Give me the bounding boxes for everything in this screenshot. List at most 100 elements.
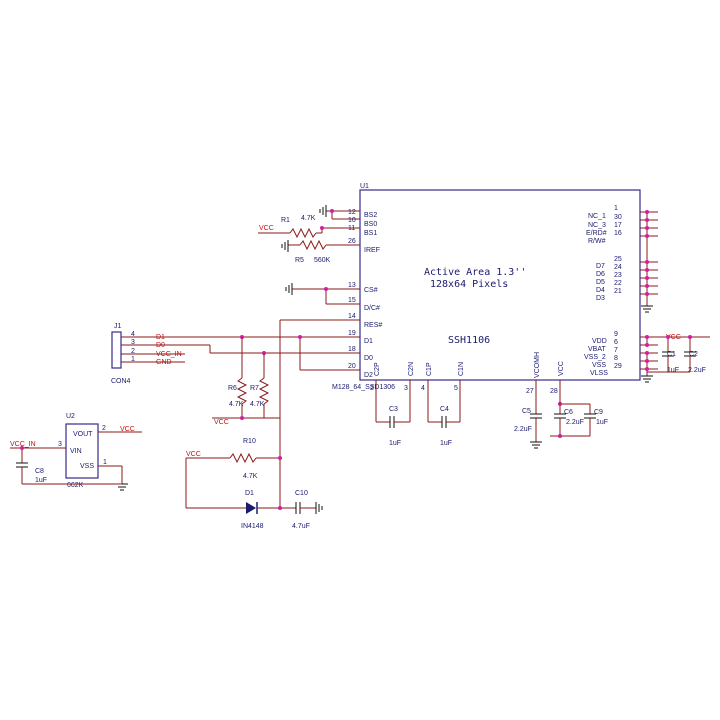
u1-pin-17-num: 17: [614, 222, 622, 229]
u1-pin-7-name: VSS_2: [584, 354, 606, 361]
u1-pin-23-name: D5: [596, 279, 605, 286]
u1-pin-29-name: VLSS: [590, 370, 608, 377]
u1-pin-21-name: D3: [596, 295, 605, 302]
u1-pin-4-name: C1P: [426, 362, 433, 376]
u1-pin-8-num: 8: [614, 355, 618, 362]
c6-value: 2.2uF: [566, 419, 584, 426]
u1-footprint: M128_64_SSD1306: [332, 384, 395, 391]
u1-pin-28-num: 28: [550, 388, 558, 395]
capacitor-c6: C6 2.2uF: [550, 400, 590, 438]
u1-pin-12-num: 12: [348, 209, 356, 216]
u1-pin-26-name: IREF: [364, 247, 380, 254]
u1-pin-6-num: 6: [614, 339, 618, 346]
u1-pin-28-name: VCC: [558, 361, 565, 376]
u1-pin-19-name: D1: [364, 338, 373, 345]
u1-pin-11-num: 11: [348, 225, 355, 232]
capacitor-c9: C9 1uF: [584, 404, 608, 436]
u1-ref: U1: [360, 183, 369, 190]
capacitor-c3: C3 1uF: [375, 395, 411, 447]
capacitor-c10: [295, 502, 301, 514]
j1-pin-4-num: 4: [131, 331, 135, 338]
r1-vcc-net: VCC: [259, 225, 274, 232]
u1-pin-30-name: NC_3: [588, 222, 606, 229]
u1-pin-29-num: 29: [614, 363, 622, 370]
u2-ref: U2: [66, 413, 75, 420]
c1-ref: C1: [667, 351, 676, 358]
u1-pin-25-num: 25: [614, 256, 622, 263]
u1-pin-9-num: 9: [614, 331, 618, 338]
right-power-network: VCC: [641, 334, 710, 383]
u2-pin-vout-name: VOUT: [73, 431, 93, 438]
u1-pin-1-num: 1: [614, 205, 618, 212]
u1-pin-1-name: NC_1: [588, 213, 606, 220]
r10-ref: R10: [243, 438, 256, 445]
capacitor-c4: C4 1uF: [427, 395, 461, 447]
u1-pin-14-num: 14: [348, 313, 356, 320]
u1-pin-27-num: 27: [526, 388, 534, 395]
c10-value: 4.7uF: [292, 523, 310, 530]
u1-pin-6-name: VBAT: [588, 346, 606, 353]
u1-pin-27-name: VCOMH: [534, 352, 541, 378]
c9-value: 1uF: [596, 419, 608, 426]
c9-ref: C9: [594, 409, 603, 416]
u1-pin-23-num: 23: [614, 272, 622, 279]
u1-pin-25-name: D7: [596, 263, 605, 270]
u1-vcc-net: VCC: [666, 334, 681, 341]
u1-pin-7-num: 7: [614, 347, 618, 354]
cs-dc-ground: [285, 283, 340, 305]
u1-pin-22-num: 22: [614, 280, 622, 287]
r7-resistor: R7 4.7K: [250, 353, 270, 418]
r10-vcc-net: VCC: [186, 451, 201, 458]
u1-pin-12-name: BS2: [364, 212, 377, 219]
u1-pin-3-num: 3: [404, 385, 408, 392]
c3-ref: C3: [389, 406, 398, 413]
u1-pin-20-name: D2: [364, 372, 373, 379]
data-bus-wires: [150, 335, 340, 371]
c3-value: 1uF: [389, 440, 401, 447]
c1-value: 1uF: [667, 367, 679, 374]
c6-ref: C6: [564, 409, 573, 416]
u1-body: [359, 189, 641, 381]
c2-ref: C2: [689, 351, 698, 358]
c2-value: 2.2uF: [688, 367, 706, 374]
u1-bottom-pins: 2 C2P 3 C2N 4 C1P 5 C1N 27 VCOMH 28 VCC: [370, 352, 565, 400]
u1-pin-9-name: VDD: [592, 338, 607, 345]
u1-active-area: Active Area 1.3'': [424, 267, 526, 278]
r1-ref: R1: [281, 217, 290, 224]
c5-ref: C5: [522, 408, 531, 415]
u1-pin-3-name: C2N: [408, 362, 415, 376]
j1-type: CON4: [111, 378, 131, 385]
right-ground-bus: [641, 210, 653, 313]
u2-pin-1-num: 1: [103, 459, 107, 466]
u2-pin-3-num: 3: [58, 441, 62, 448]
u1-pin-22-name: D4: [596, 287, 605, 294]
u2-vin-net: VCC_IN: [10, 441, 36, 448]
u1-pin-24-name: D6: [596, 271, 605, 278]
u1-pin-2-name: C2P: [374, 362, 381, 376]
r5-value: 560K: [314, 257, 331, 264]
j1-pin-2-num: 2: [131, 348, 135, 355]
r1-value: 4.7K: [301, 215, 316, 222]
bs-ground-network: [319, 205, 340, 220]
r6-resistor: R6 4.7K: [228, 337, 248, 418]
u1-pin-13-num: 13: [348, 282, 356, 289]
r7-ref: R7: [250, 385, 259, 392]
capacitor-c1: C1 1uF: [662, 335, 679, 374]
r5-resistor: R5 560K: [281, 239, 340, 264]
j1-pin-1-num: 1: [131, 356, 135, 363]
u1-pin-15-num: 15: [348, 297, 356, 304]
u1-pin-8-name: VSS: [592, 362, 606, 369]
u1-resolution: 128x64 Pixels: [430, 279, 508, 290]
c8-value: 1uF: [35, 477, 47, 484]
j1-ref: J1: [114, 323, 122, 330]
r6-value: 4.7K: [229, 401, 244, 408]
reset-network: VCC R10 4.7K D1 IN4148 C10 4.7uF: [185, 319, 340, 530]
u1-pin-21-num: 21: [614, 288, 622, 295]
c10-ref: C10: [295, 490, 308, 497]
u1-pin-4-num: 4: [421, 385, 425, 392]
u1-pin-30-num: 30: [614, 214, 622, 221]
u2-body: [65, 423, 99, 479]
r6-r7-vcc-wire: VCC: [212, 416, 280, 426]
u1-pin-2-num: 2: [370, 385, 374, 392]
